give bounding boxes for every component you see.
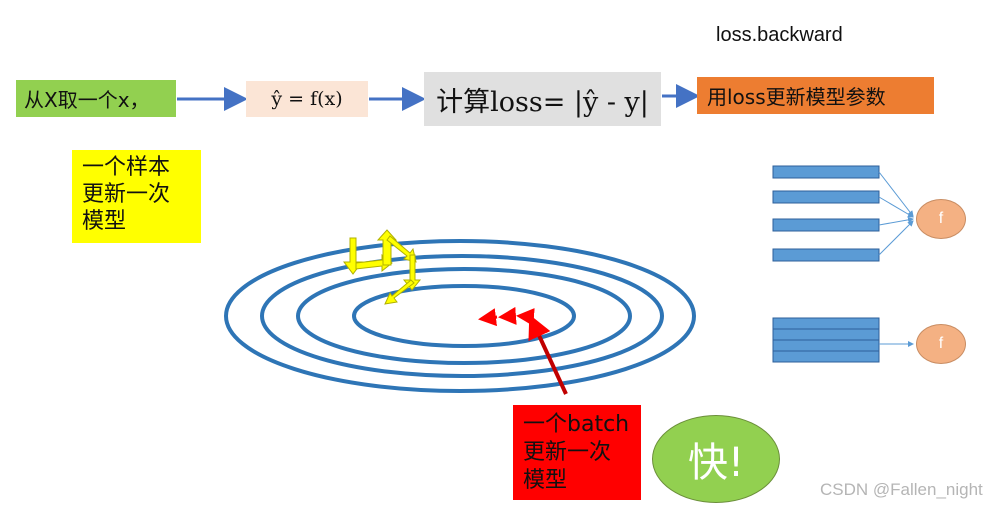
contour-2 (296, 267, 632, 365)
batch-path (478, 306, 568, 395)
model-node-batch: f (916, 324, 966, 364)
per-batch-note: 一个batch 更新一次 模型 (513, 405, 641, 500)
batch-bar-1 (772, 317, 880, 330)
batch-samples (772, 317, 914, 363)
sample-bar-1 (772, 165, 880, 179)
step-loss-box: 计算loss= |ŷ - y| (424, 72, 661, 126)
contour-1 (352, 284, 576, 348)
step-sample-box: 从X取一个x， (16, 80, 176, 117)
per-sample-note: 一个样本 更新一次 模型 (72, 150, 201, 243)
batch-bar-3 (772, 339, 880, 352)
batch-bar-4 (772, 350, 880, 363)
flow-arrows (177, 84, 700, 111)
watermark: CSDN @Fallen_night (820, 480, 983, 499)
step-forward-box: ŷ = f(x) (246, 81, 368, 117)
single-samples (772, 165, 914, 262)
batch-pointer-arrow (528, 314, 568, 395)
sample-bar-4 (772, 248, 880, 262)
sgd-path (343, 229, 422, 305)
sample-bar-2 (772, 190, 880, 204)
backward-caption: loss.backward (716, 24, 843, 46)
step-update-box: 用loss更新模型参数 (697, 77, 934, 114)
sample-bar-3 (772, 218, 880, 232)
model-node-single: f (916, 199, 966, 239)
batch-bar-2 (772, 328, 880, 341)
contour-3 (260, 254, 664, 378)
fast-badge: 快! (652, 415, 780, 503)
contour-4 (224, 239, 696, 393)
loss-contours (224, 239, 696, 393)
sgd-step-5 (402, 254, 422, 291)
batch-step-3 (478, 308, 498, 327)
batch-step-2 (498, 306, 517, 325)
batch-step-1 (516, 308, 535, 327)
sgd-step-6 (384, 279, 415, 305)
